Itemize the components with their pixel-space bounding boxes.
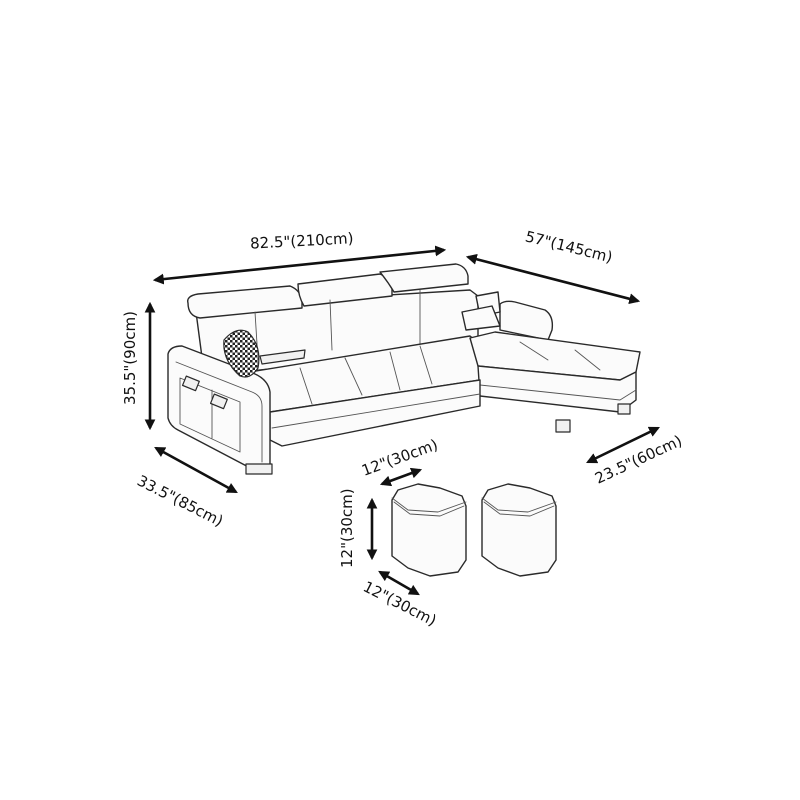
ottoman-width-label: 12"(30cm) (359, 436, 440, 480)
chaise-foot-back (617, 403, 631, 415)
height-label: 35.5"(90cm) (121, 311, 139, 405)
width-arrow (152, 245, 447, 285)
pocket-item (181, 375, 200, 392)
chaise-foot (555, 419, 571, 433)
bolster-pillow (259, 349, 306, 365)
left-armrest-trim (175, 361, 263, 463)
ottoman-height-label: 12"(30cm) (338, 488, 356, 568)
side-pocket (179, 377, 241, 453)
dimension-arrows (144, 245, 660, 596)
headrest-right (379, 263, 469, 293)
sofa-base-trim (271, 393, 481, 429)
depth-arrow (154, 446, 238, 494)
chaise-width-label: 23.5"(60cm) (592, 432, 685, 488)
sectional-sofa-drawing (167, 263, 641, 475)
throw-pillow-front (461, 305, 501, 331)
chaise-base-trim (479, 384, 637, 401)
ottoman-right (481, 483, 557, 577)
chaise-length-label: 57"(145cm) (523, 227, 614, 266)
ottoman-depth-label: 12"(30cm) (360, 578, 439, 630)
ottoman-depth-arrow (378, 570, 420, 596)
chaise-length-arrow (465, 253, 641, 305)
pocket-item (209, 393, 228, 410)
ottoman-left (391, 483, 467, 577)
ottoman-width-arrow (379, 467, 423, 487)
sofa-foot (245, 463, 273, 475)
checkered-pillow (223, 329, 260, 378)
chaise-tufting (519, 341, 601, 371)
chaise-width-arrow (586, 426, 660, 464)
width-label: 82.5"(210cm) (250, 229, 354, 252)
seat-tufting (299, 345, 433, 405)
